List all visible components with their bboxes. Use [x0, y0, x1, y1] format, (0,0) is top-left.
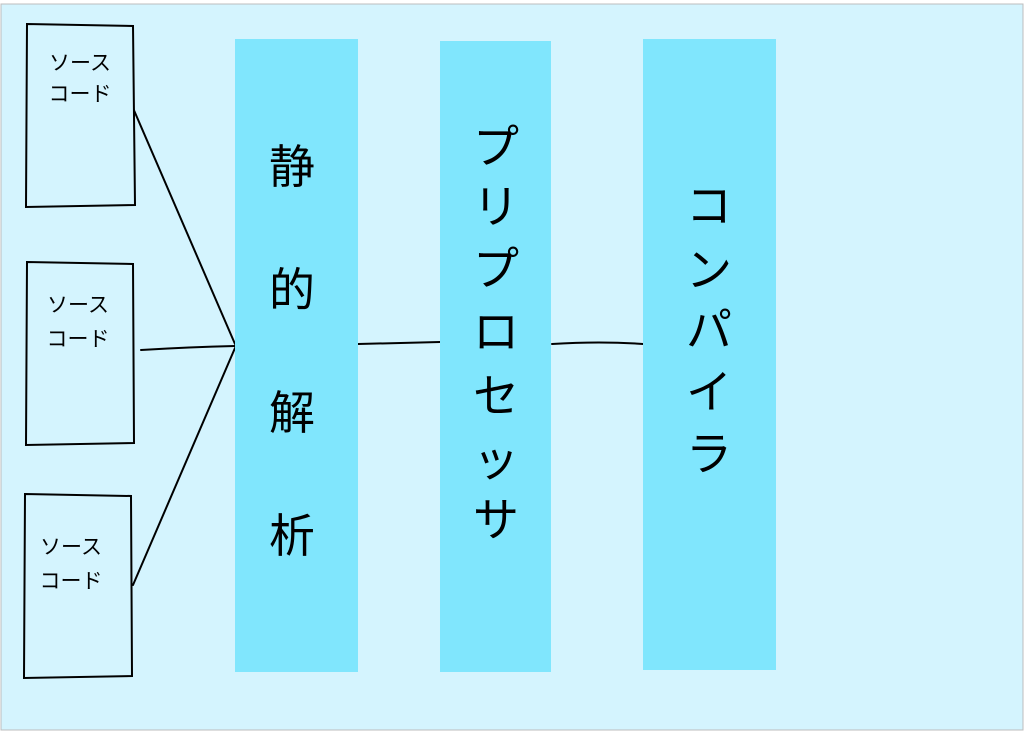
document-label-line2: コード [47, 327, 110, 351]
document-label-line2: コード [49, 82, 112, 106]
connector-source-2-to-static-analysis [140, 345, 236, 351]
stage-char: セ [473, 369, 519, 423]
stage-char: 析 [269, 509, 315, 563]
stage-column [643, 39, 776, 670]
stage-char: リ [473, 180, 519, 234]
document-box [24, 260, 136, 447]
document-label-line1: ソース [49, 51, 111, 75]
source-document-3: ソース コード [22, 492, 134, 680]
stage-char: ン [686, 243, 732, 297]
stage-compiler: コ ン パ イ ラ [643, 39, 776, 670]
stage-column [440, 41, 551, 672]
document-label-line1: ソース [40, 535, 102, 559]
stage-char: イ [686, 365, 732, 419]
stage-char: サ [473, 493, 519, 547]
document-label-line1: ソース [47, 293, 109, 317]
document-box [22, 492, 134, 680]
document-box [24, 22, 137, 209]
stage-column [235, 39, 358, 672]
stage-char: コ [686, 179, 732, 233]
source-document-2: ソース コード [24, 260, 136, 447]
stage-char: ラ [686, 427, 732, 481]
connector-source-1-to-static-analysis [132, 107, 236, 345]
stage-static-analysis: 静 的 解 析 [235, 39, 358, 672]
connector-static-analysis-to-preprocessor [357, 341, 441, 345]
stage-char: プ [473, 242, 519, 296]
source-document-1: ソース コード [24, 22, 137, 209]
connector-source-3-to-static-analysis [132, 347, 236, 586]
stage-char: ッ [473, 433, 519, 487]
stage-char: 解 [269, 386, 315, 440]
stage-char: ロ [473, 305, 519, 359]
stage-char: 静 [269, 140, 315, 194]
connector-preprocessor-to-compiler [551, 341, 644, 345]
stage-preprocessor: プ リ プ ロ セ ッ サ [440, 41, 551, 672]
stage-char: プ [473, 120, 519, 174]
document-label-line2: コード [40, 569, 103, 593]
stage-char: 的 [269, 263, 315, 317]
connectors [132, 107, 644, 586]
stage-char: パ [686, 303, 732, 357]
